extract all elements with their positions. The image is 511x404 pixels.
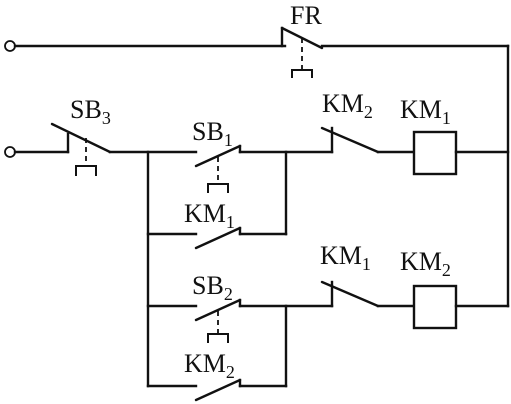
km2-interlock-label: KM2: [322, 89, 373, 122]
bottom-terminal: [4, 146, 16, 158]
rung-km1: [146, 126, 510, 250]
km2-coil-label: KM2: [400, 247, 451, 280]
fr-label: FR: [290, 1, 322, 30]
stop-line: [4, 122, 198, 176]
km2-hold-contact: [194, 378, 242, 402]
top-supply-line: [4, 26, 510, 78]
km1-interlock-label: KM1: [320, 241, 371, 274]
top-terminal: [4, 40, 16, 52]
km1-interlock-contact: [320, 280, 380, 308]
sb3-label: SB3: [70, 95, 111, 128]
fr-contact: [280, 26, 324, 78]
km1-hold-label: KM1: [184, 199, 235, 232]
km1-coil-label: KM1: [400, 95, 451, 128]
sb1-label: SB1: [192, 117, 233, 150]
km2-hold-label: KM2: [184, 349, 235, 382]
sb2-label: SB2: [192, 271, 233, 304]
km1-coil: [412, 130, 458, 176]
km2-coil: [412, 284, 458, 330]
rung-km2: [146, 280, 510, 402]
sb2-start-button: [194, 298, 242, 343]
sb3-stop-button: [50, 122, 112, 176]
km2-interlock-contact: [320, 126, 380, 154]
sb1-start-button: [194, 144, 242, 193]
